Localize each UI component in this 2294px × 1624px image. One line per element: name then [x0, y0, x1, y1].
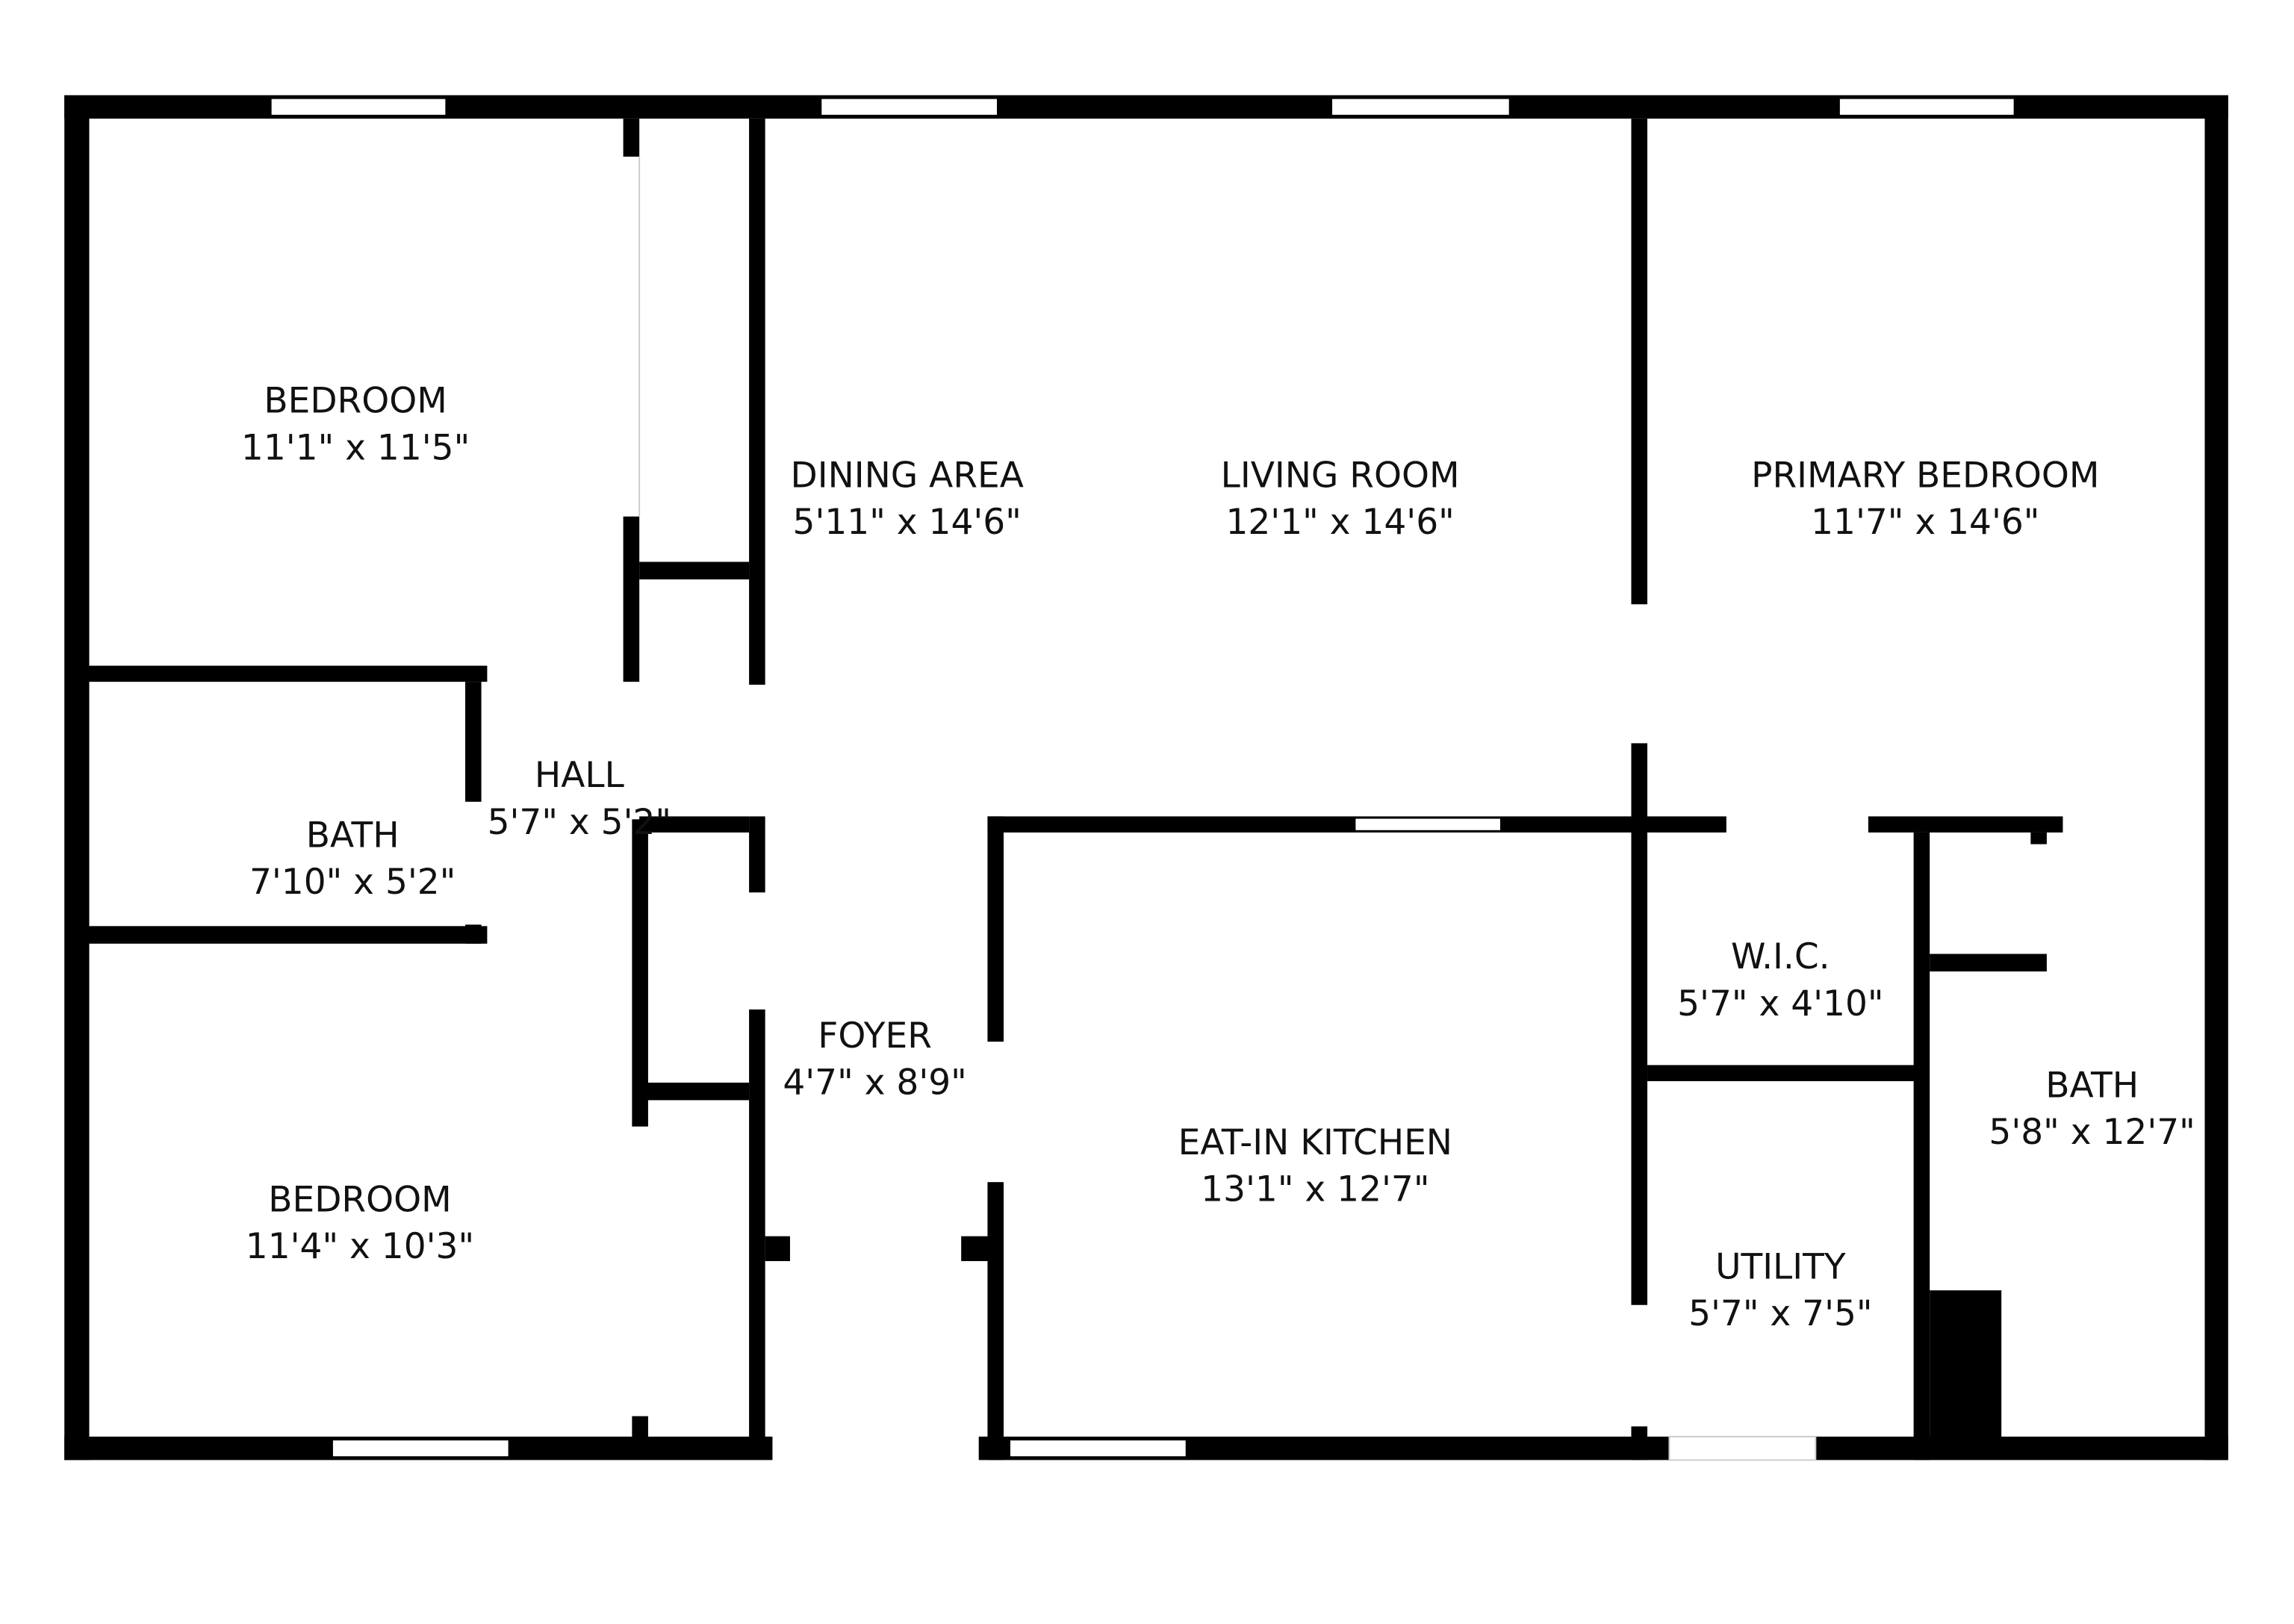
room-size: 4'7" x 8'9"	[783, 1063, 966, 1104]
room-bath-1: BATH 7'10" x 5'2"	[249, 815, 456, 903]
room-bedroom-1: BEDROOM 11'1" x 11'5"	[241, 381, 470, 469]
room-size: 5'11" x 14'6"	[793, 502, 1022, 543]
room-name: BEDROOM	[264, 381, 447, 422]
room-living-room: LIVING ROOM 12'1" x 14'6"	[1221, 455, 1460, 544]
room-size: 5'7" x 5'2"	[488, 802, 671, 843]
room-size: 11'1" x 11'5"	[241, 427, 470, 468]
room-name: HALL	[535, 755, 624, 796]
room-wic: W.I.C. 5'7" x 4'10"	[1677, 936, 1883, 1024]
room-name: UTILITY	[1715, 1246, 1846, 1287]
room-bedroom-2: BEDROOM 11'4" x 10'3"	[246, 1179, 474, 1267]
room-size: 11'7" x 14'6"	[1811, 502, 2039, 543]
room-name: FOYER	[818, 1015, 932, 1057]
room-size: 13'1" x 12'7"	[1201, 1169, 1429, 1210]
room-eat-in-kitchen: EAT-IN KITCHEN 13'1" x 12'7"	[1178, 1122, 1452, 1210]
room-size: 5'7" x 4'10"	[1677, 983, 1883, 1024]
windows	[270, 97, 2015, 1461]
room-size: 5'8" x 12'7"	[1989, 1112, 2195, 1153]
room-name: DINING AREA	[791, 455, 1024, 497]
room-dining-area: DINING AREA 5'11" x 14'6"	[791, 455, 1024, 544]
room-name: BEDROOM	[268, 1179, 451, 1220]
room-name: LIVING ROOM	[1221, 455, 1460, 497]
room-name: BATH	[306, 815, 400, 856]
room-bath-2: BATH 5'8" x 12'7"	[1989, 1065, 2195, 1154]
room-foyer: FOYER 4'7" x 8'9"	[783, 1015, 966, 1104]
room-size: 7'10" x 5'2"	[249, 862, 456, 903]
room-size: 5'7" x 7'5"	[1688, 1293, 1872, 1334]
room-utility: UTILITY 5'7" x 7'5"	[1688, 1246, 1872, 1334]
room-primary-bedroom: PRIMARY BEDROOM 11'7" x 14'6"	[1751, 455, 2099, 544]
room-name: EAT-IN KITCHEN	[1178, 1122, 1452, 1163]
walls	[64, 95, 2228, 1460]
room-size: 12'1" x 14'6"	[1225, 502, 1454, 543]
room-hall: HALL 5'7" x 5'2"	[488, 755, 671, 843]
room-name: BATH	[2045, 1065, 2139, 1107]
room-name: W.I.C.	[1731, 936, 1830, 977]
room-name: PRIMARY BEDROOM	[1751, 455, 2099, 497]
room-size: 11'4" x 10'3"	[246, 1226, 474, 1267]
